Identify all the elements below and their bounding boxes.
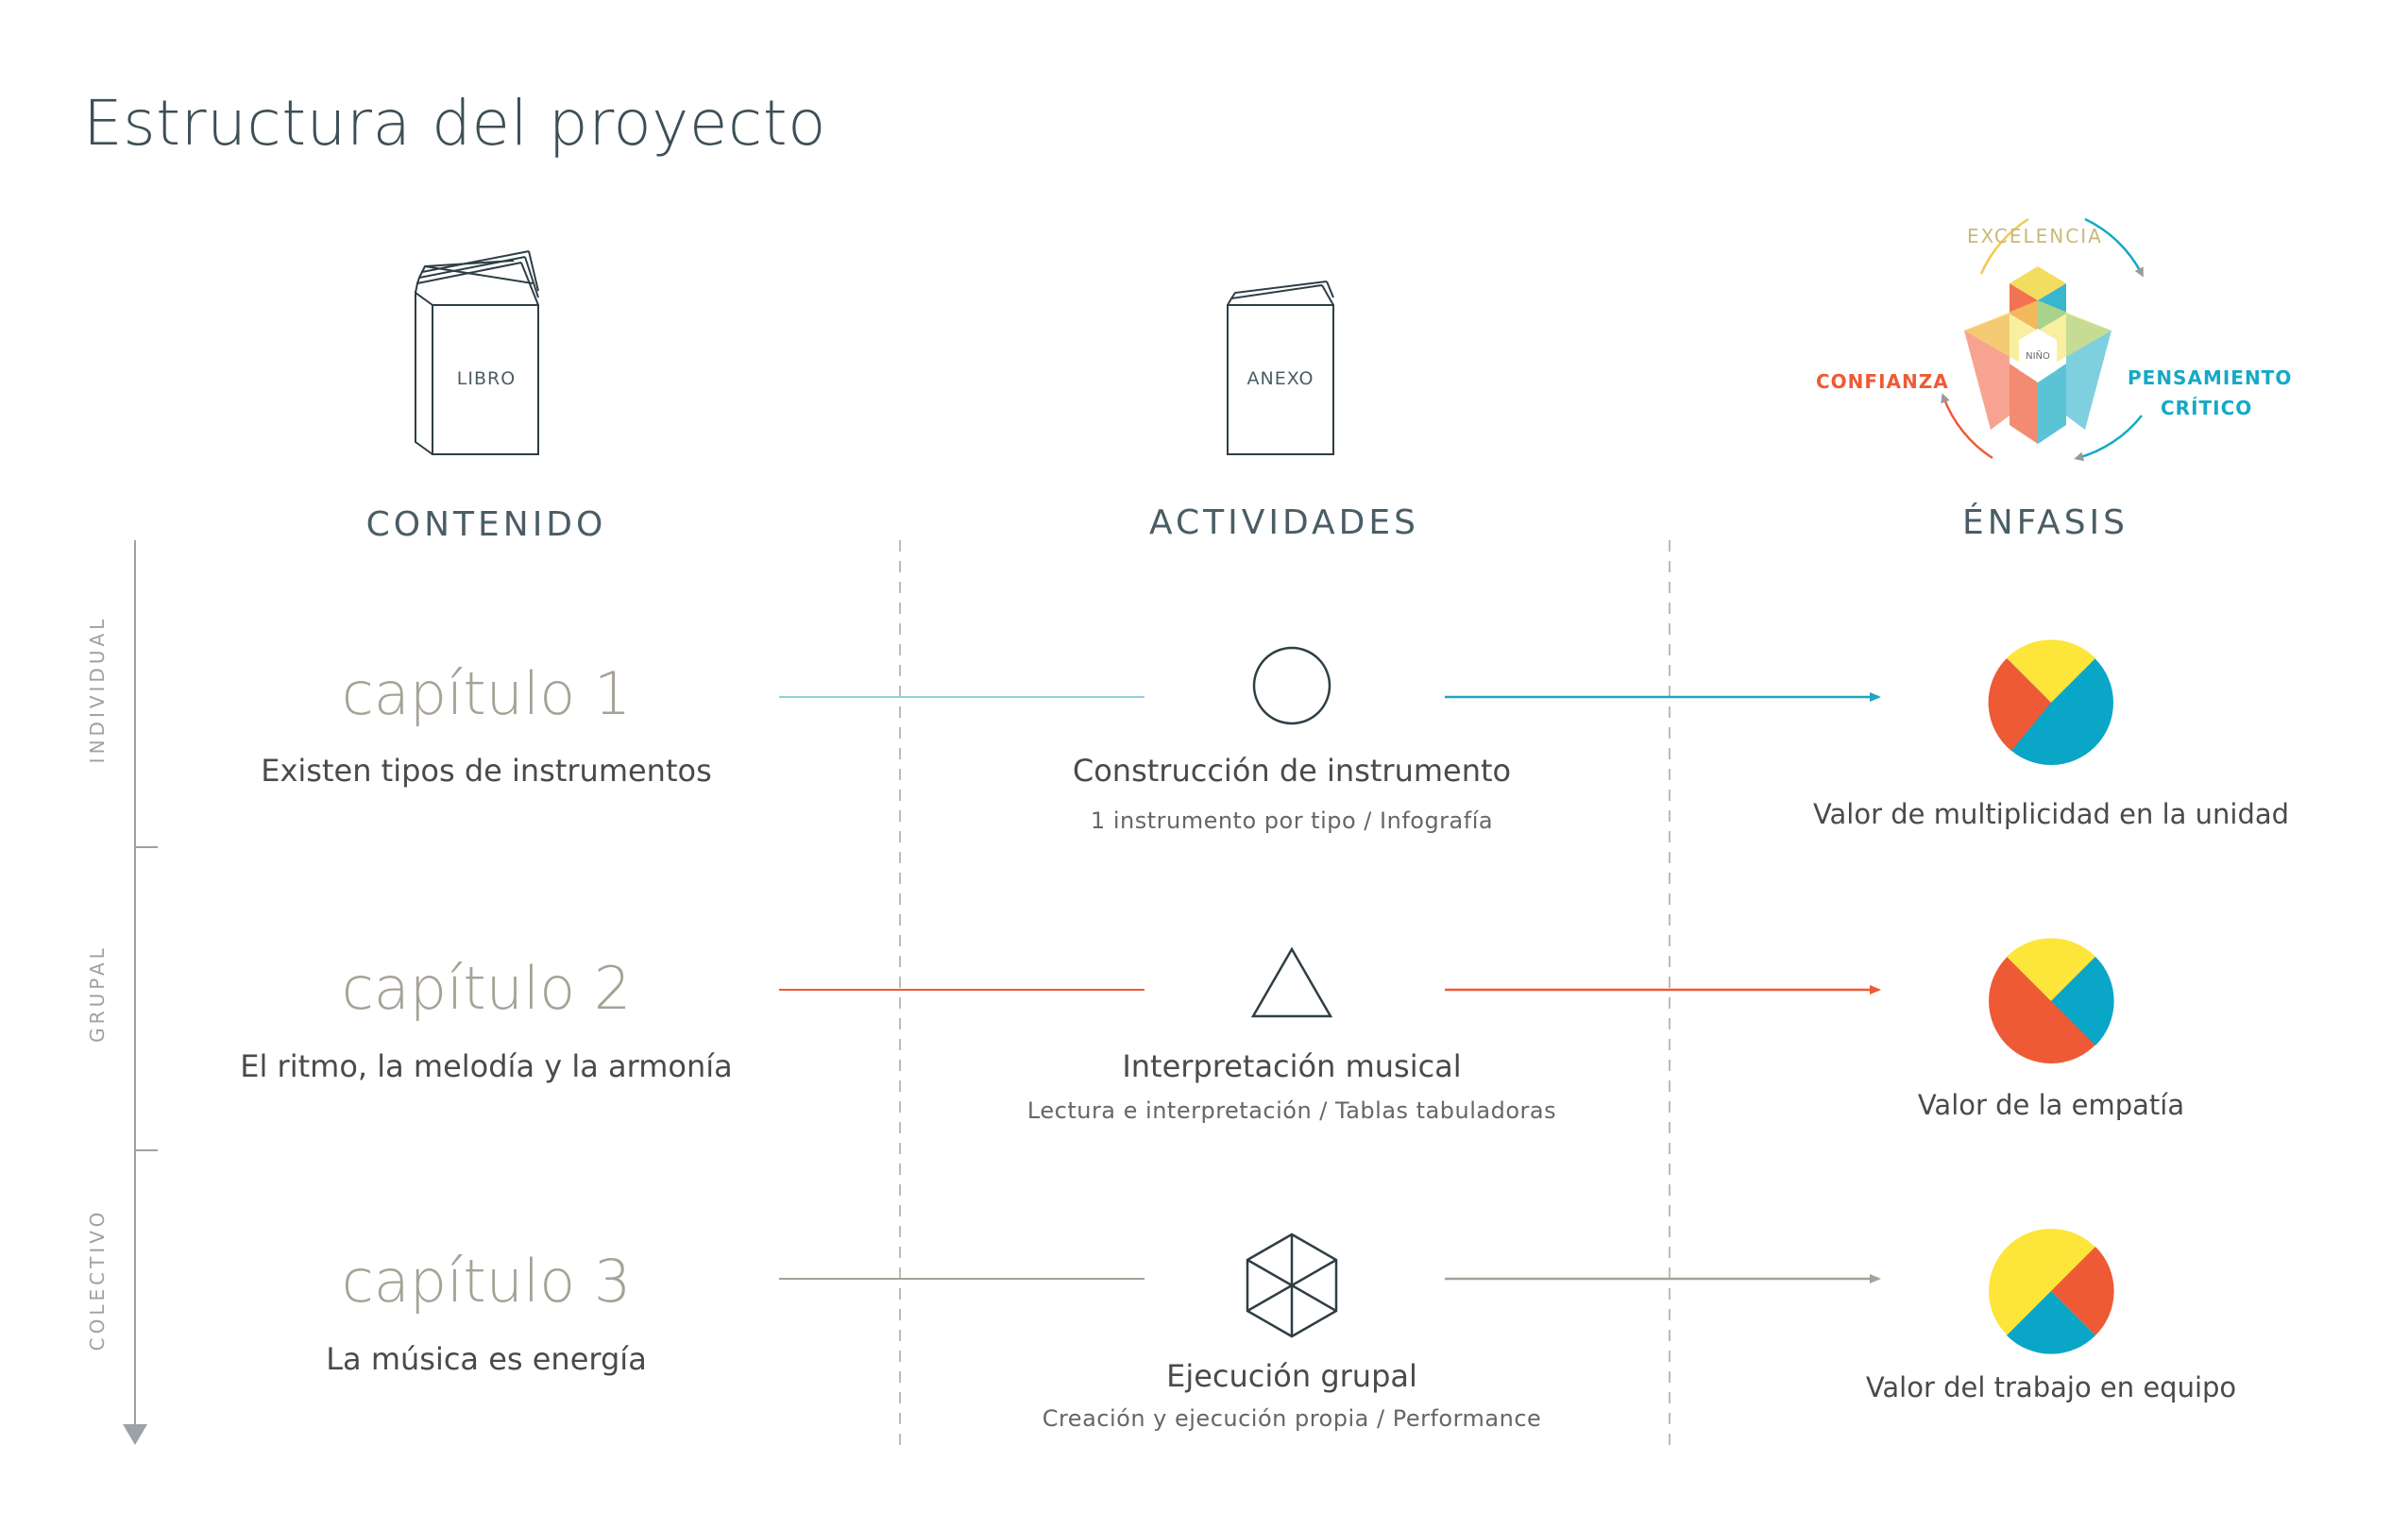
level-label-colectivo: COLECTIVO: [86, 1208, 109, 1352]
activity-detail: Lectura e interpretación / Tablas tabula…: [1026, 1097, 1557, 1124]
level-label-individual: INDIVIDUAL: [86, 615, 109, 764]
chapter-subtitle: Existen tipos de instrumentos: [261, 753, 712, 789]
value-label: Valor de la empatía: [1917, 1089, 2185, 1121]
confianza-label: CONFIANZA: [1816, 370, 1949, 393]
emphasis-cycle-arrows: [1941, 217, 2144, 462]
pie-chart-1: [1988, 639, 2113, 765]
chapter-title: capítulo 2: [341, 954, 632, 1023]
critico-label: CRÍTICO: [2161, 397, 2253, 419]
chapter-subtitle: La música es energía: [326, 1341, 647, 1377]
page-title: Estructura del proyecto: [83, 87, 826, 160]
chapter-title: capítulo 1: [341, 659, 632, 728]
chapter-title: capítulo 3: [341, 1247, 632, 1316]
column-heading-contenido: CONTENIDO: [365, 505, 607, 544]
excelencia-label: EXCELENCIA: [1967, 225, 2103, 247]
triangle-icon: [1250, 946, 1333, 1018]
value-label: Valor de multiplicidad en la unidad: [1812, 798, 2290, 830]
hexagon-icon: [1246, 1232, 1338, 1338]
pie-chart-3: [1989, 1229, 2114, 1354]
down-arrow-icon: [123, 1424, 147, 1445]
circle-icon: [1252, 646, 1331, 725]
nino-label: NIÑO: [2026, 351, 2050, 362]
column-heading-actividades: ACTIVIDADES: [1148, 503, 1419, 542]
level-axis: [134, 540, 158, 1424]
value-label: Valor del trabajo en equipo: [1865, 1371, 2237, 1403]
activity-detail: 1 instrumento por tipo / Infografía: [1090, 808, 1494, 834]
activity-title: Ejecución grupal: [1166, 1358, 1417, 1394]
anexo-label: ANEXO: [1246, 368, 1314, 389]
activity-detail: Creación y ejecución propia / Performanc…: [1042, 1405, 1542, 1432]
column-heading-enfasis: ÉNFASIS: [1961, 503, 2129, 542]
book-icon: [415, 250, 539, 455]
booklet-icon: [1227, 280, 1334, 455]
level-label-grupal: GRUPAL: [86, 944, 109, 1043]
activity-title: Interpretación musical: [1122, 1048, 1462, 1084]
activity-title: Construcción de instrumento: [1072, 753, 1512, 789]
emphasis-cube-icon: [1964, 266, 2111, 444]
pie-chart-2: [1989, 938, 2114, 1063]
chapter-subtitle: El ritmo, la melodía y la armonía: [240, 1048, 733, 1084]
libro-label: LIBRO: [456, 368, 517, 389]
pensamiento-label: PENSAMIENTO: [2128, 366, 2293, 389]
